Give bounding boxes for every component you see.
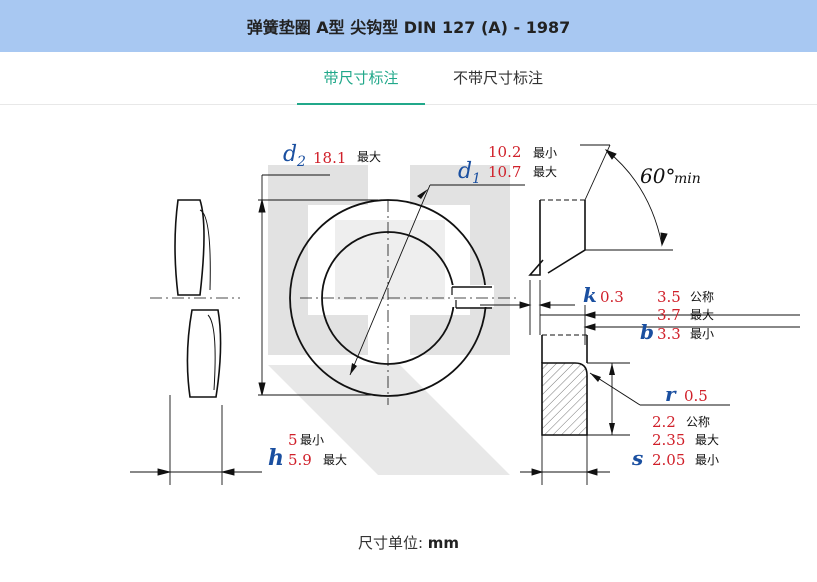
unit-note: 尺寸单位: mm xyxy=(0,532,817,553)
angle-suffix: min xyxy=(674,171,701,187)
s-min-value: 2.05 xyxy=(652,451,685,469)
d1-min-value: 10.2 xyxy=(488,143,521,161)
d1-subscript: 1 xyxy=(472,171,481,187)
h-min-qualifier: 最小 xyxy=(300,433,324,447)
d2-symbol: d xyxy=(283,142,297,167)
d1-max-value: 10.7 xyxy=(488,163,521,181)
b-max-value: 3.7 xyxy=(657,306,681,324)
h-dimension xyxy=(130,395,262,485)
d1-min-qualifier: 最小 xyxy=(533,146,557,160)
tab-without-dimensions[interactable]: 不带尺寸标注 xyxy=(434,52,562,104)
section-hatched xyxy=(541,334,730,436)
b-nom-qualifier: 公称 xyxy=(690,290,714,304)
angle-dimension xyxy=(584,144,673,251)
s-min-qualifier: 最小 xyxy=(695,453,719,467)
d2-value: 18.1 xyxy=(313,149,346,167)
front-view xyxy=(289,184,525,405)
b-max-qualifier: 最大 xyxy=(690,308,714,322)
h-max-qualifier: 最大 xyxy=(323,453,347,467)
b-min-value: 3.3 xyxy=(657,325,681,343)
unit-label: 尺寸单位: xyxy=(357,534,423,552)
b-nom-value: 3.5 xyxy=(657,288,681,306)
s-dimension xyxy=(520,435,610,485)
b-dimension xyxy=(540,305,800,345)
h-symbol: h xyxy=(268,445,284,471)
page-header: 弹簧垫圈 A型 尖钩型 DIN 127 (A) - 1987 xyxy=(0,0,817,52)
b-min-qualifier: 最小 xyxy=(690,327,714,341)
k-symbol: k xyxy=(583,283,597,307)
page-title: 弹簧垫圈 A型 尖钩型 DIN 127 (A) - 1987 xyxy=(246,18,571,37)
tab-without-dimensions-label: 不带尺寸标注 xyxy=(452,69,543,87)
d1-max-qualifier: 最大 xyxy=(533,165,557,179)
h-min-value: 5 xyxy=(288,431,298,449)
watermark-logo xyxy=(268,165,510,475)
tab-with-dimensions-label: 带尺寸标注 xyxy=(323,69,399,87)
r-value: 0.5 xyxy=(684,387,708,405)
tab-with-dimensions[interactable]: 带尺寸标注 xyxy=(297,52,425,105)
tab-bar: 带尺寸标注 不带尺寸标注 xyxy=(0,52,817,105)
k-value: 0.3 xyxy=(600,288,624,306)
washer-drawing: d 2 18.1 最大 10.2 最小 d 1 10.7 最大 60° min … xyxy=(0,105,817,525)
h-max-value: 5.9 xyxy=(288,451,312,469)
b-symbol: b xyxy=(640,320,654,344)
d2-dimension xyxy=(258,174,378,396)
s-max-qualifier: 最大 xyxy=(695,433,719,447)
d2-subscript: 2 xyxy=(296,154,306,170)
d1-symbol: d xyxy=(458,159,472,184)
active-tab-underline xyxy=(297,103,425,105)
s-symbol: s xyxy=(631,446,643,470)
s-nom-qualifier: 公称 xyxy=(686,415,710,429)
angle-value: 60° xyxy=(640,164,675,188)
side-view xyxy=(174,199,222,398)
unit-value: mm xyxy=(427,534,460,552)
k-dimension xyxy=(480,280,575,335)
s-max-value: 2.35 xyxy=(652,431,685,449)
r-symbol: r xyxy=(665,382,677,406)
d2-qualifier: 最大 xyxy=(357,150,381,164)
s-nom-value: 2.2 xyxy=(652,413,676,431)
